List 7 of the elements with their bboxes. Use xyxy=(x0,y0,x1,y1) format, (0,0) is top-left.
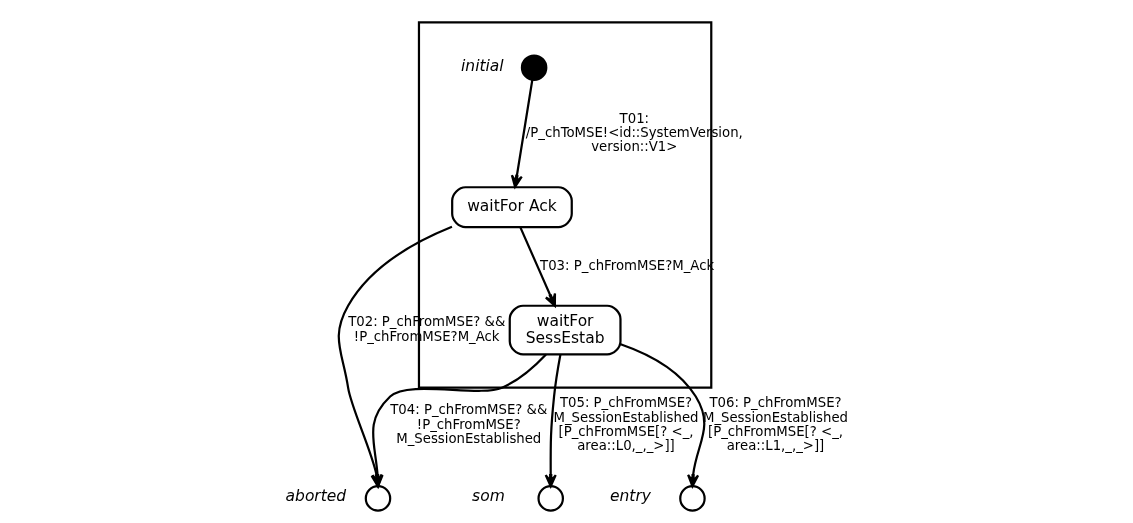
node-label: aborted xyxy=(285,486,347,505)
node-label: initial xyxy=(461,56,504,75)
node-label: entry xyxy=(609,486,651,505)
edge-label: T05: P_chFromMSE? M_SessionEstablished [P_chFromMSE[? <_, area::L0,_,_>]] xyxy=(553,394,699,453)
edge-label: T04: P_chFromMSE? && !P_chFromMSE? M_SessionEstablished xyxy=(390,401,548,446)
node-label: som xyxy=(472,486,505,505)
edge-label: T06: P_chFromMSE? M_SessionEstablished [P_chFromMSE[? <_, area::L1,_,_>]] xyxy=(702,394,848,453)
